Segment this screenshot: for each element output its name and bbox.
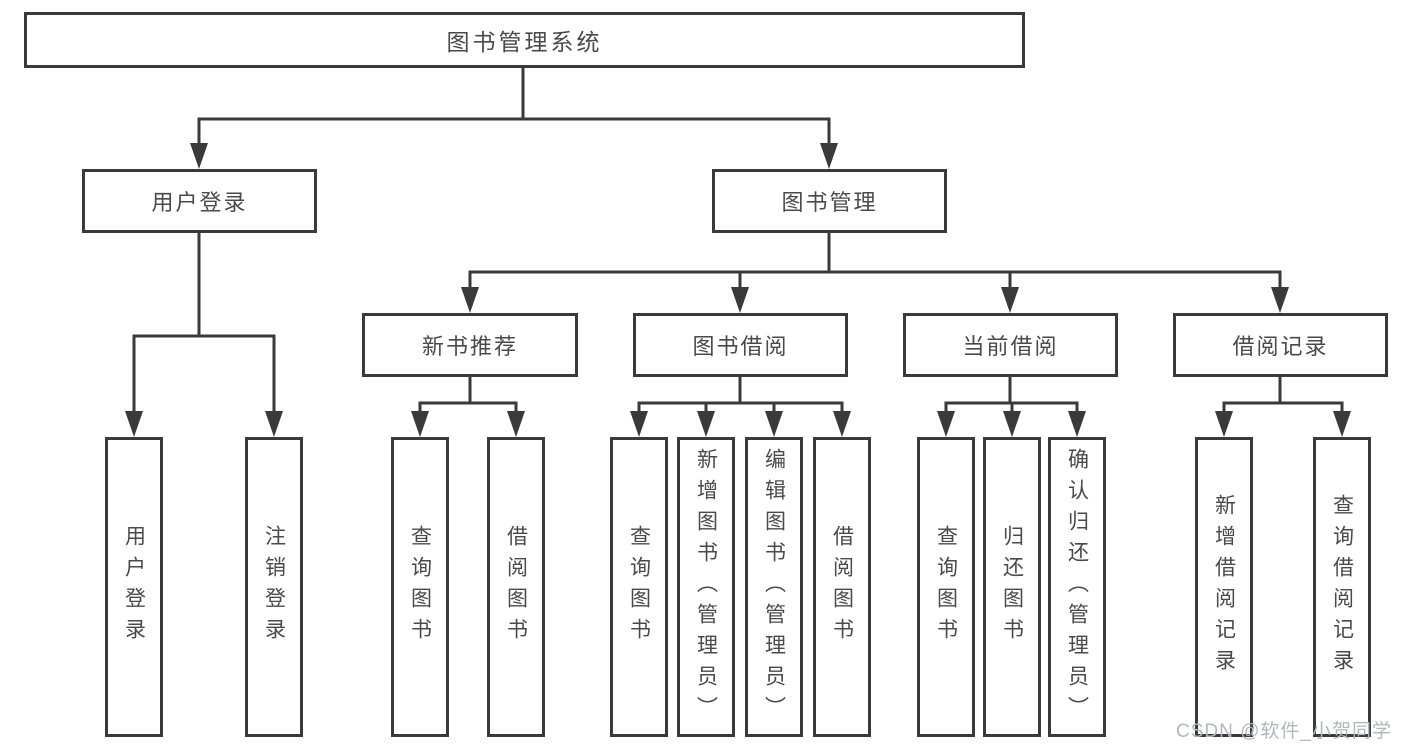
node-label: 图书管理 xyxy=(781,190,878,215)
node-user-login-branch: 用户登录 xyxy=(82,169,317,233)
node-label: 确认归还（管理员） xyxy=(1065,447,1089,727)
node-book-borrow: 图书借阅 xyxy=(633,313,848,377)
node-label: 查询图书 xyxy=(934,525,958,649)
connector-root-to-level2 xyxy=(190,66,838,169)
leaf-confirm-return-admin: 确认归还（管理员） xyxy=(1048,437,1106,737)
node-label: 查询借阅记录 xyxy=(1330,494,1354,680)
connector-currentborrow-to-leaves xyxy=(937,375,1086,437)
leaf-add-book-admin: 新增图书（管理员） xyxy=(677,437,735,737)
connector-bookborrow-to-leaves xyxy=(630,375,851,437)
leaf-query-borrow-record: 查询借阅记录 xyxy=(1313,437,1371,737)
leaf-borrow-books: 借阅图书 xyxy=(813,437,871,737)
leaf-add-borrow-record: 新增借阅记录 xyxy=(1195,437,1253,737)
node-label: 用户登录 xyxy=(151,190,248,215)
node-label: 当前借阅 xyxy=(962,334,1059,359)
node-label: 新增图书（管理员） xyxy=(694,447,718,727)
node-label: 归还图书 xyxy=(1000,525,1024,649)
node-library-management-system: 图书管理系统 xyxy=(24,12,1025,68)
node-borrow-records: 借阅记录 xyxy=(1173,313,1388,377)
node-label: 借阅图书 xyxy=(504,525,528,649)
node-label: 用户登录 xyxy=(122,525,146,649)
leaf-query-books-current: 查询图书 xyxy=(917,437,975,737)
node-label: 借阅记录 xyxy=(1232,334,1329,359)
connector-userlogin-to-leaves xyxy=(125,231,283,437)
csdn-watermark: CSDN @软件_小贺同学 xyxy=(1176,721,1392,742)
node-label: 图书借阅 xyxy=(692,334,789,359)
connector-borrowrecords-to-leaves xyxy=(1215,375,1351,437)
node-label: 新书推荐 xyxy=(421,334,518,359)
leaf-logout: 注销登录 xyxy=(245,437,303,737)
leaf-return-book: 归还图书 xyxy=(983,437,1041,737)
node-label: 新增借阅记录 xyxy=(1212,494,1236,680)
leaf-borrow-books-recommend: 借阅图书 xyxy=(487,437,545,737)
connector-bookmgmt-to-level3 xyxy=(461,231,1289,313)
leaf-query-books-recommend: 查询图书 xyxy=(391,437,449,737)
connector-newbook-to-leaves xyxy=(411,375,525,437)
leaf-edit-book-admin: 编辑图书（管理员） xyxy=(745,437,803,737)
node-label: 借阅图书 xyxy=(830,525,854,649)
node-current-borrow: 当前借阅 xyxy=(903,313,1118,377)
node-new-book-recommend: 新书推荐 xyxy=(362,313,578,377)
node-label: 注销登录 xyxy=(262,525,286,649)
node-label: 查询图书 xyxy=(627,525,651,649)
leaf-user-login: 用户登录 xyxy=(105,437,163,737)
node-book-management: 图书管理 xyxy=(712,169,947,233)
node-label: 图书管理系统 xyxy=(446,29,603,55)
leaf-query-books-borrow: 查询图书 xyxy=(610,437,668,737)
node-label: 编辑图书（管理员） xyxy=(762,447,786,727)
node-label: 查询图书 xyxy=(408,525,432,649)
